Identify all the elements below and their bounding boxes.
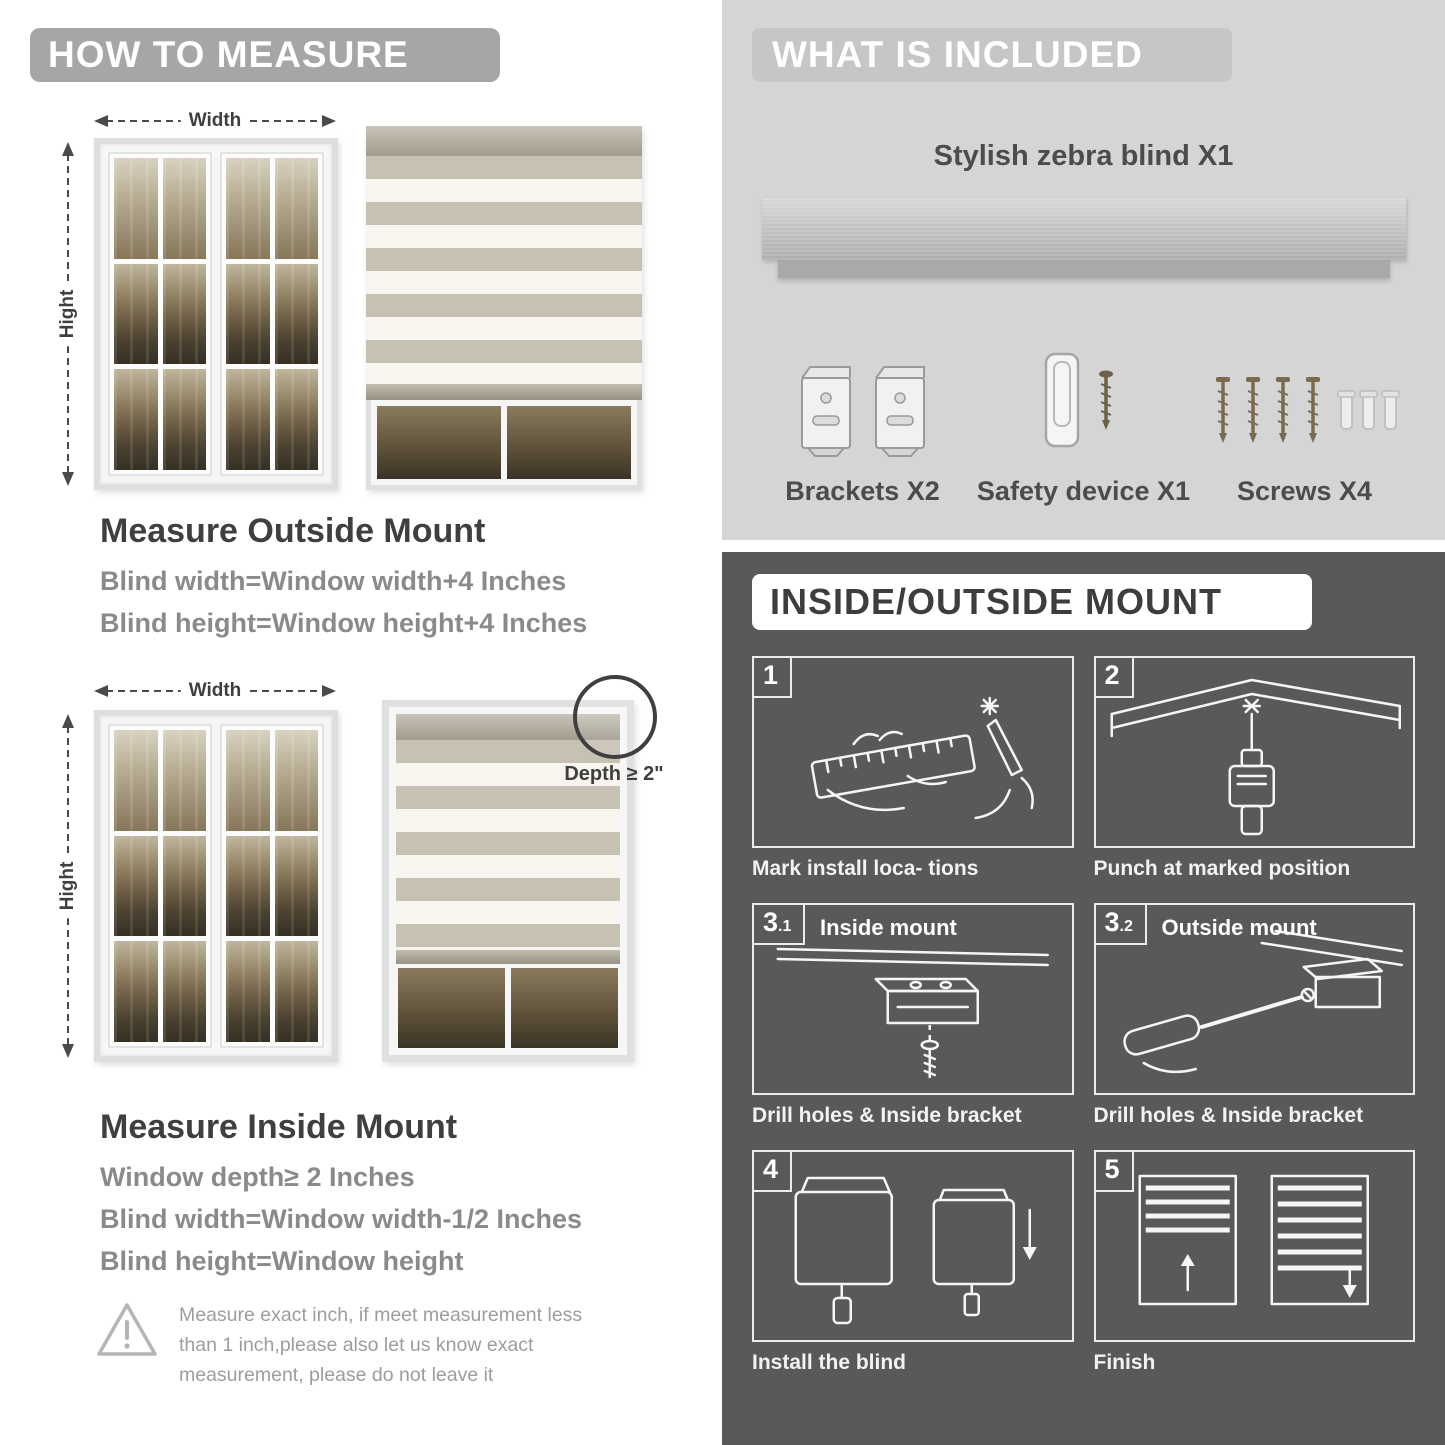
step-caption: Finish — [1093, 1351, 1156, 1374]
step-5: 5 Finish — [1093, 1150, 1415, 1375]
safety-device-icon — [1044, 352, 1113, 448]
window-photo — [94, 710, 338, 1062]
outside-mount-title: Measure Outside Mount — [100, 512, 486, 550]
outside-bracket-illustration — [1122, 929, 1403, 1074]
step-3-2: 3.2 Outside mount Drill holes & Inside b… — [1093, 903, 1415, 1128]
height-label: Hight — [57, 281, 79, 347]
window-sash — [220, 152, 324, 476]
outside-formula-height: Blind height=Window height+4 Inches — [100, 608, 588, 638]
mount-banner: INSIDE/OUTSIDE MOUNT — [752, 574, 1312, 630]
install-blind-illustration — [794, 1176, 1037, 1325]
step-2: 2 Punch at marked position — [1093, 656, 1415, 881]
zebra-blind-inside: Depth ≥ 2" — [382, 675, 664, 1062]
what-is-included-banner: WHAT IS INCLUDED — [752, 28, 1232, 82]
step-number: 5 — [1095, 1152, 1134, 1192]
screw — [920, 1039, 939, 1079]
window-behind-blind — [366, 400, 642, 490]
drill — [1228, 698, 1275, 836]
blind-item-label: Stylish zebra blind X1 — [933, 140, 1234, 172]
inside-formula-width: Blind width=Window width-1/2 Inches — [100, 1204, 583, 1234]
step-number: 1 — [754, 658, 793, 698]
step-4-panel: 4 — [752, 1150, 1074, 1342]
window-photo — [94, 138, 338, 490]
note-text: Measure exact inch, if meet measurement … — [179, 1304, 583, 1387]
height-arrow: Hight — [56, 712, 80, 1060]
step-2-panel: 2 — [1093, 656, 1415, 848]
screwdriver — [1122, 995, 1304, 1056]
how-to-measure-banner: HOW TO MEASURE — [30, 28, 500, 82]
included-items: Brackets X2 — [752, 330, 1415, 507]
width-label: Width — [180, 680, 250, 702]
bracket-icon — [874, 366, 925, 457]
inside-bracket-illustration — [776, 947, 1049, 1079]
step-number: 4 — [754, 1152, 793, 1192]
step-caption: Drill holes & Inside bracket — [1093, 1104, 1364, 1127]
finish-illustration — [1138, 1174, 1369, 1306]
step-title: Inside mount — [820, 915, 957, 940]
step-5-panel: 5 — [1093, 1150, 1415, 1342]
warning-icon — [97, 1303, 157, 1356]
step-title: Outside mount — [1161, 915, 1317, 940]
step-1: 1 Mark install loca- tions — [752, 656, 1074, 881]
window-sash — [108, 724, 212, 1048]
step-3-2-panel: 3.2 Outside mount — [1093, 903, 1415, 1095]
height-label: Hight — [57, 853, 79, 919]
mark-locations-illustration — [810, 696, 1034, 820]
blind-headrail — [366, 126, 642, 156]
pencil-mark — [980, 696, 999, 716]
step-caption: Drill holes & Inside bracket — [752, 1104, 1022, 1127]
included-item-brackets: Brackets X2 — [752, 330, 973, 507]
blind-stripes — [396, 740, 620, 950]
step-number: 3.1 — [754, 905, 806, 945]
step-1-panel: 1 — [752, 656, 1074, 848]
window-sash — [108, 152, 212, 476]
outside-mount-diagram: Width Hight — [30, 108, 690, 490]
window-sash — [220, 724, 324, 1048]
step-3-1-panel: 3.1 Inside mount — [752, 903, 1074, 1095]
included-item-screws: Screws X4 — [1194, 330, 1415, 507]
screw-icon — [1098, 370, 1113, 430]
how-to-measure-section: HOW TO MEASURE Width Hight — [0, 0, 705, 1445]
inside-rule-depth: Window depth≥ 2 Inches — [100, 1162, 415, 1192]
inside-mount-diagram: Width Hight — [30, 672, 690, 1064]
mount-instructions-section: INSIDE/OUTSIDE MOUNT — [722, 552, 1445, 1445]
window-behind-blind — [396, 964, 620, 1048]
screws-label: Screws X4 — [1236, 476, 1373, 506]
screws-icon — [1215, 377, 1400, 443]
headrail-underside — [778, 260, 1390, 278]
step-number: 2 — [1095, 658, 1134, 698]
drill-illustration — [1110, 678, 1401, 836]
blind-stripes — [366, 156, 642, 384]
step-caption: Install the blind — [752, 1351, 907, 1374]
right-column: WHAT IS INCLUDED Stylish zebra blind X1 — [722, 0, 1445, 1445]
zebra-blind-outside — [366, 126, 642, 490]
height-arrow: Hight — [56, 140, 80, 488]
blind-bottomrail — [396, 950, 620, 964]
mount-steps-grid: 1 Mark install loca- tions — [752, 656, 1415, 1375]
width-label: Width — [180, 110, 250, 132]
depth-label: Depth ≥ 2" — [564, 763, 664, 785]
width-arrow: Width — [92, 680, 338, 702]
bracket-icon — [800, 366, 851, 457]
wall-anchors-icon — [1336, 390, 1400, 430]
step-caption: Punch at marked position — [1093, 857, 1351, 880]
outside-formula-width: Blind width=Window width+4 Inches — [100, 566, 567, 596]
headrail-image — [762, 198, 1406, 260]
measurement-note: Measure exact inch, if meet measurement … — [95, 1300, 640, 1391]
brackets-label: Brackets X2 — [785, 476, 940, 506]
safety-device-label: Safety device X1 — [976, 476, 1191, 506]
step-3-1: 3.1 Inside mount Drill holes & Inside br… — [752, 903, 1074, 1128]
inside-formula-height: Blind height=Window height — [100, 1246, 464, 1276]
blind-inside-frame — [396, 714, 620, 1048]
depth-callout-circle — [573, 675, 657, 759]
width-arrow: Width — [92, 110, 338, 132]
what-is-included-section: WHAT IS INCLUDED Stylish zebra blind X1 — [722, 0, 1445, 540]
step-number: 3.2 — [1095, 905, 1147, 945]
step-caption: Mark install loca- tions — [752, 857, 979, 880]
blind-bottomrail — [366, 384, 642, 400]
included-item-safety-device: Safety device X1 — [973, 330, 1194, 507]
inside-mount-title: Measure Inside Mount — [100, 1108, 458, 1146]
step-4: 4 Install the blind — [752, 1150, 1074, 1375]
